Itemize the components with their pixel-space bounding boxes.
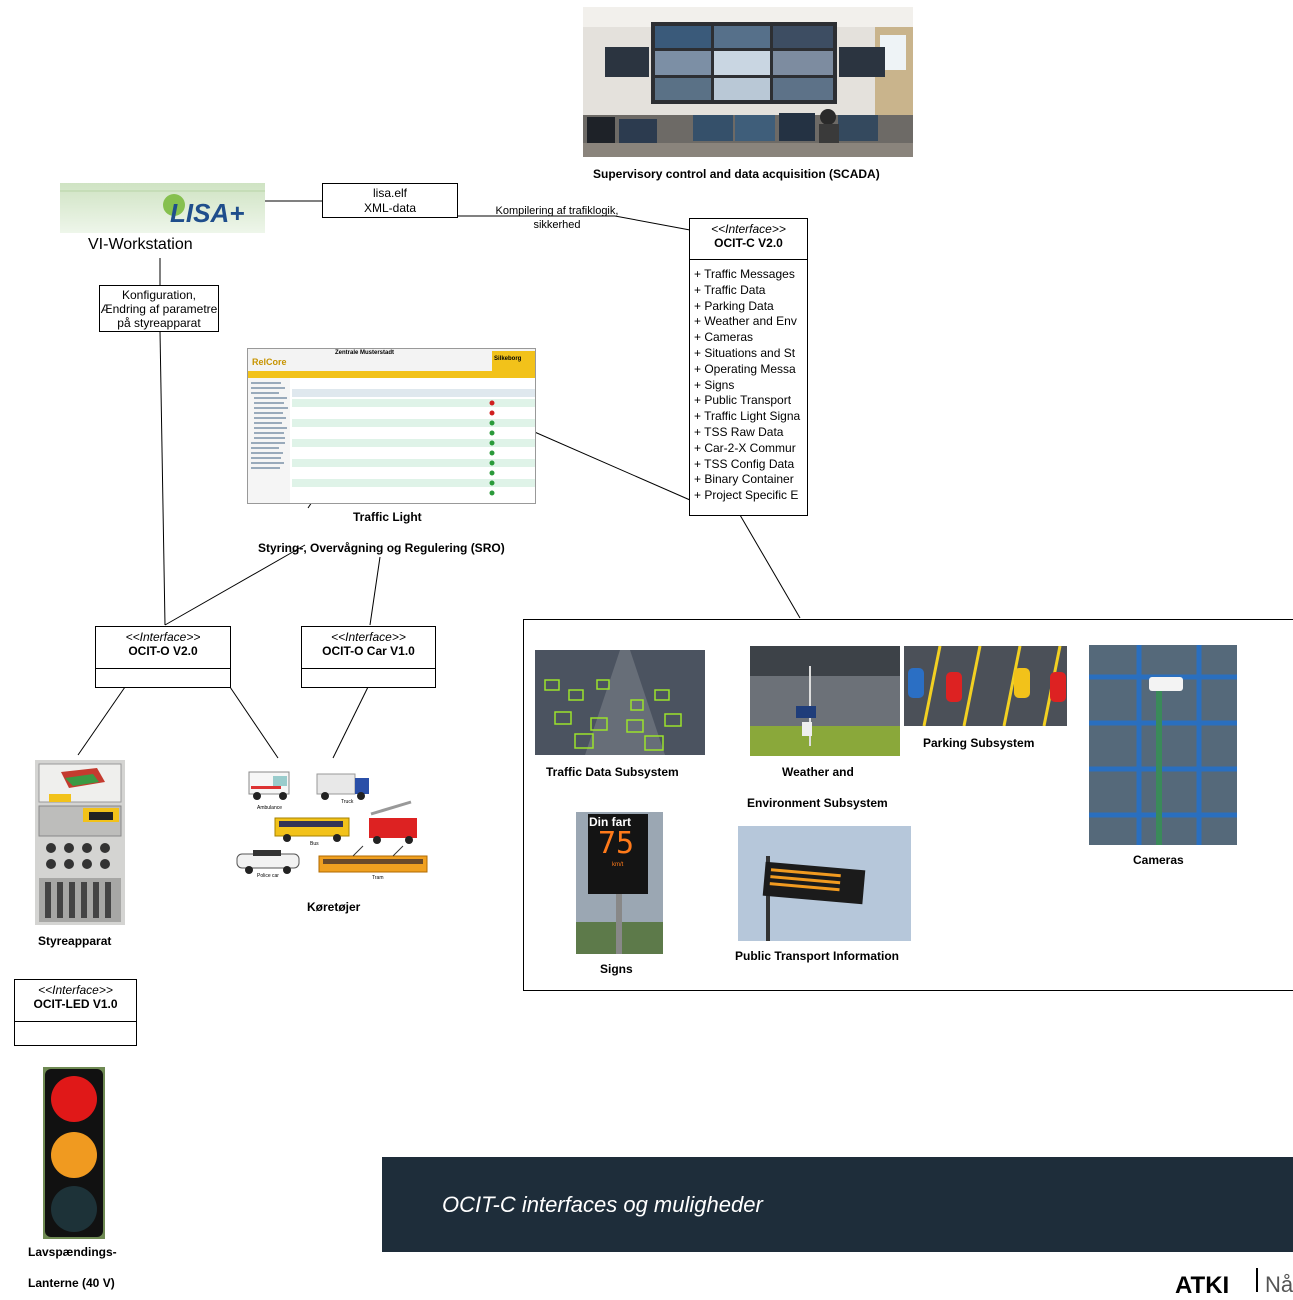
konfig-line3: på styreapparat — [117, 316, 201, 330]
vehicle-label-police: Police car — [257, 873, 279, 879]
ocit-c-item: + Car-2-X Commur — [694, 440, 796, 455]
lanterne-caption-line1: Lavspændings- — [28, 1245, 117, 1259]
ocit-c-item: + Traffic Data — [694, 282, 766, 297]
speed-sign-image — [576, 812, 663, 954]
footer-title: OCIT-C interfaces og muligheder — [442, 1192, 763, 1217]
ocit-c-item: + Public Transport — [694, 393, 792, 408]
signs-caption: Signs — [600, 962, 633, 976]
scada-control-room-image — [583, 7, 913, 157]
weather-station-image — [750, 646, 900, 756]
vehicle-label-bus: Bus — [310, 841, 319, 847]
vehicles-image — [233, 762, 433, 882]
styreapparat-caption: Styreapparat — [38, 934, 112, 948]
traffic-light-lantern-image — [43, 1067, 105, 1239]
ocit-c-item: + Situations and St — [694, 345, 796, 360]
vehicle-label-tram: Tram — [372, 875, 384, 881]
sro-caption: Styring-, Overvågning og Regulering (SRO… — [258, 541, 505, 555]
footer-banner: OCIT-C interfaces og muligheder — [382, 1157, 1293, 1252]
ocit-o-stereotype: <<Interface>> — [125, 630, 201, 644]
ocit-o-car-stereotype: <<Interface>> — [331, 630, 406, 644]
lisa-elf-note: lisa.elf XML-data — [322, 183, 458, 218]
traffic-light-caption: Traffic Light — [353, 510, 422, 524]
ocit-c-item: + Cameras — [694, 330, 754, 345]
konfig-line2: Ændring af parametre — [100, 302, 218, 316]
styreapparat-image — [35, 760, 125, 925]
lanterne-caption-line2: Lanterne (40 V) — [28, 1276, 115, 1290]
weather-caption-line1: Weather and — [782, 765, 854, 779]
ocit-led-name: OCIT-LED V1.0 — [33, 997, 118, 1011]
sign-unit: km/t — [612, 862, 624, 868]
parking-image — [904, 646, 1067, 726]
ocit-c-interface: <<Interface>> OCIT-C V2.0 + Traffic Mess… — [689, 218, 808, 516]
lisa-elf-text: lisa.elf — [372, 186, 407, 200]
tl-ui-side-brand: Silkeborg — [494, 356, 522, 362]
lisa-logo — [60, 183, 265, 233]
tl-ui-header: Zentrale Musterstadt — [335, 350, 395, 356]
vehicles-caption: Køretøjer — [307, 900, 361, 914]
ocit-c-item: + Parking Data — [694, 298, 774, 313]
cameras-image — [1089, 645, 1237, 845]
ocit-c-item: + Signs — [694, 377, 735, 392]
ocit-o-interface: <<Interface>> OCIT-O V2.0 — [95, 626, 231, 688]
cameras-caption: Cameras — [1133, 853, 1184, 867]
footer-logo: ATKI — [1175, 1272, 1230, 1299]
ocit-c-item: + TSS Config Data — [694, 456, 795, 471]
kompilering-line1: Kompilering af trafiklogik, — [495, 205, 619, 217]
ocit-c-item: + TSS Raw Data — [694, 424, 784, 439]
traffic-light-software-screenshot — [247, 348, 536, 504]
public-transport-caption: Public Transport Information — [735, 949, 900, 963]
traffic-data-image — [535, 650, 705, 755]
konfiguration-note: Konfiguration, Ændring af parametre på s… — [99, 285, 219, 332]
ocit-c-item: + Traffic Messages — [694, 267, 795, 281]
traffic-data-caption: Traffic Data Subsystem — [546, 765, 679, 779]
tl-ui-brand: RelCore — [252, 357, 287, 367]
ocit-c-item: + Weather and Env — [694, 314, 797, 329]
kompilering-line2: sikkerhed — [533, 219, 581, 231]
ocit-c-item: + Binary Container — [694, 472, 794, 487]
ocit-c-name: OCIT-C V2.0 — [714, 236, 783, 250]
ocit-c-operations: + Traffic Messages + Traffic Data + Park… — [694, 267, 800, 504]
ocit-o-car-interface: <<Interface>> OCIT-O Car V1.0 — [301, 626, 436, 688]
ocit-o-car-name: OCIT-O Car V1.0 — [322, 644, 415, 658]
ocit-c-item: + Traffic Light Signa — [694, 409, 801, 424]
ocit-c-item: + Operating Messa — [694, 361, 796, 376]
ocit-o-name: OCIT-O V2.0 — [128, 644, 198, 658]
sign-speed: 75 — [598, 826, 635, 861]
ocit-c-item: + Project Specific E — [694, 488, 799, 503]
public-transport-image — [738, 826, 911, 941]
ocit-led-interface: <<Interface>> OCIT-LED V1.0 — [14, 979, 137, 1046]
footer-logo-divider — [1256, 1268, 1258, 1292]
konfig-line1: Konfiguration, — [121, 288, 197, 302]
weather-caption-line2: Environment Subsystem — [747, 796, 888, 810]
vehicle-label-ambulance: Ambulance — [257, 805, 283, 811]
parking-caption: Parking Subsystem — [923, 736, 1035, 750]
ocit-c-stereotype: <<Interface>> — [711, 222, 786, 236]
xml-data-text: XML-data — [363, 201, 417, 215]
vehicle-label-truck: Truck — [341, 799, 354, 805]
sign-text: Din fart — [589, 815, 631, 829]
footer-logo-tail: Nå — [1265, 1272, 1293, 1297]
scada-caption: Supervisory control and data acquisition… — [593, 167, 880, 181]
ocit-led-stereotype: <<Interface>> — [38, 983, 113, 997]
vi-workstation-caption: VI-Workstation — [88, 236, 193, 253]
lisa-logo-text: LISA+ — [170, 198, 245, 228]
